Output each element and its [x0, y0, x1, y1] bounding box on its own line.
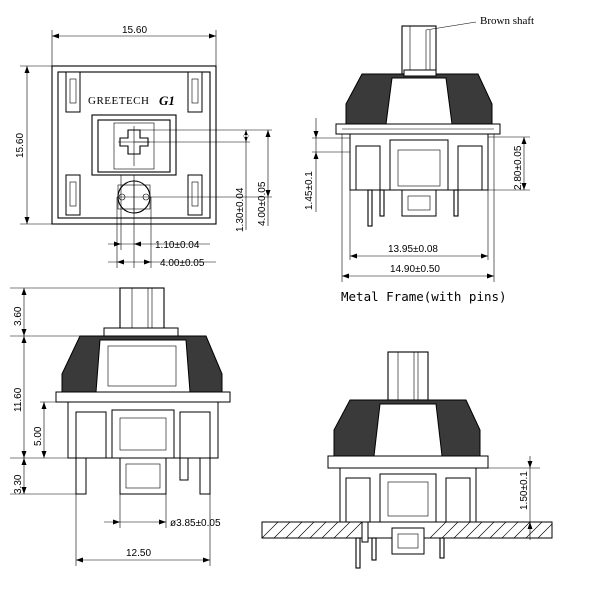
brand-logo: G1 [159, 93, 175, 108]
dim-housing-width: 13.95±0.08 [388, 244, 438, 255]
dim-top-height: 15.60 [15, 133, 26, 158]
dim-pin-span: 12.50 [126, 548, 151, 559]
mounted-side-view: 1.50±0.1 [261, 351, 553, 569]
front-stem [119, 287, 165, 333]
dim-frame-width: 14.90±0.50 [390, 264, 440, 275]
side-view-metal-frame: Brown shaft 1.45±0.1 2.80±0.05 [304, 15, 534, 304]
cross-stem [119, 129, 149, 155]
mounted-stem [387, 351, 429, 401]
plate-hatching [261, 521, 553, 539]
dim-stem-offset-x: 1.10±0.04 [155, 240, 200, 251]
brown-shaft-label: Brown shaft [480, 15, 534, 27]
top-view: GREETECH G1 15.60 15.60 [15, 25, 272, 269]
mounted-flange [327, 455, 489, 469]
dim-pin-length: 3.30 [13, 474, 24, 494]
dim-stem-height: 4.00±0.05 [257, 181, 268, 226]
mounted-center-post [391, 527, 425, 555]
brown-shaft-leader [425, 21, 477, 31]
dim-stem-above: 3.60 [13, 306, 24, 326]
metal-pin [367, 189, 373, 227]
dim-plate-gap: 2.80±0.05 [513, 145, 524, 190]
dim-lower-height: 5.00 [33, 426, 44, 446]
corner-clip [187, 71, 203, 113]
front-flange [55, 391, 231, 403]
dim-stem-offset-y: 1.30±0.04 [235, 187, 246, 232]
brand-text: GREETECH [88, 95, 149, 107]
mounted-pin [355, 537, 361, 569]
dim-plate-thickness: 1.50±0.1 [519, 471, 530, 510]
dim-housing-step: 1.45±0.1 [304, 171, 315, 210]
metal-frame-caption: Metal Frame(with pins) [341, 289, 507, 304]
brown-shaft [401, 25, 437, 75]
center-post [401, 189, 437, 217]
corner-clip [65, 71, 81, 113]
front-pin-right [199, 457, 211, 495]
corner-clip [187, 174, 203, 216]
front-pin-left [75, 457, 87, 495]
dim-pin-diameter: ø3.85±0.05 [170, 518, 221, 529]
dim-body-height: 11.60 [13, 387, 24, 412]
dim-top-width: 15.60 [122, 25, 147, 36]
front-center-post [119, 457, 167, 495]
corner-clip [65, 174, 81, 216]
dim-stem-width: 4.00±0.05 [160, 258, 205, 269]
front-view: 3.60 11.60 3.30 5.00 ø3.85±0.05 12.50 [10, 287, 231, 566]
